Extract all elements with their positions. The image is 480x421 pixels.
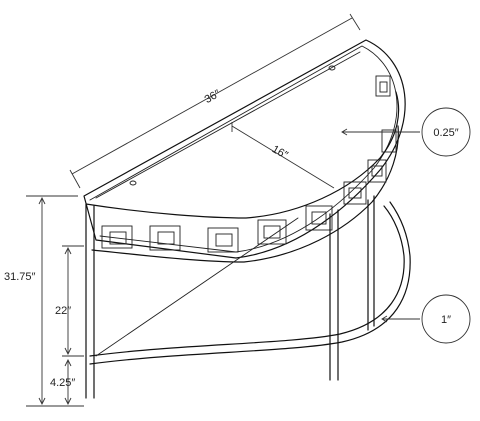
tube-diameter-label: 1″ — [441, 314, 451, 326]
bottom-clearance-label: 4.25″ — [50, 377, 75, 389]
callout-circle — [421, 294, 471, 344]
shelf-height-label: 22″ — [55, 305, 71, 317]
bottom-ring — [89, 201, 411, 365]
legs — [85, 195, 375, 399]
glass-top — [83, 39, 406, 259]
dimension-width: 36″ — [69, 13, 361, 189]
callout-tube-diameter: 1″ — [381, 294, 471, 344]
dimension-height: 31.75″ — [4, 195, 78, 407]
width-label: 36″ — [203, 88, 223, 106]
callout-glass-thickness: 0.25″ — [341, 107, 471, 157]
height-label: 31.75″ — [4, 271, 36, 283]
dimension-shelf-height: 22″ — [55, 245, 84, 357]
apron-band — [85, 75, 400, 263]
glass-clip — [129, 180, 137, 186]
dimension-bottom-clearance: 4.25″ — [50, 358, 84, 407]
callout-circle — [421, 107, 471, 157]
glass-clip — [328, 65, 336, 71]
greek-key-pattern — [101, 75, 397, 253]
dimension-depth: 16″ — [231, 122, 335, 189]
glass-thickness-label: 0.25″ — [433, 127, 458, 139]
